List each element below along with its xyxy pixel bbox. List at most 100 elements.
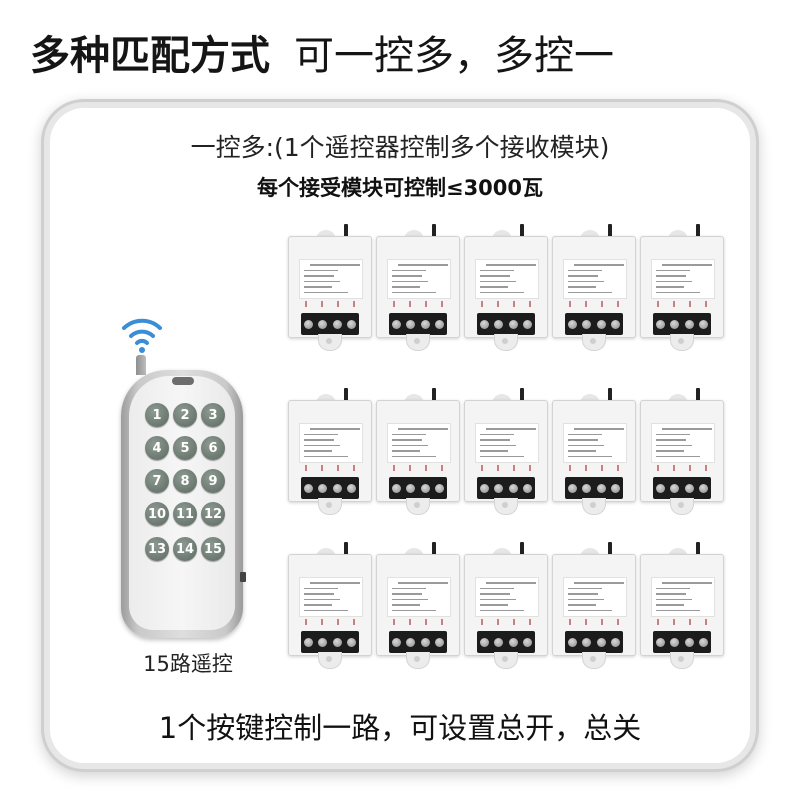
module-antenna — [344, 388, 348, 402]
module-terminal-markings — [305, 619, 355, 625]
receiver-module — [464, 542, 548, 670]
module-spec-label — [387, 577, 451, 617]
module-terminal-markings — [393, 465, 443, 471]
remote-button-4[interactable]: 4 — [145, 436, 169, 460]
module-mount-tab — [406, 652, 430, 669]
remote-label: 15路遥控 — [143, 652, 233, 676]
module-mount-tab — [582, 652, 606, 669]
module-spec-text-line — [480, 444, 516, 446]
module-terminal-markings — [393, 619, 443, 625]
module-terminal-block — [653, 477, 711, 499]
remote-button-11[interactable]: 11 — [173, 502, 197, 526]
terminal-screw — [684, 637, 694, 647]
terminal-screw — [391, 483, 401, 493]
remote-button-10[interactable]: 10 — [145, 502, 169, 526]
module-mount-tab — [406, 334, 430, 351]
module-spec-text-line — [568, 439, 598, 441]
terminal-screw — [420, 483, 430, 493]
module-antenna — [344, 224, 348, 238]
terminal-screw — [406, 637, 416, 647]
terminal-screw — [479, 637, 489, 647]
terminal-screw — [435, 319, 445, 329]
module-terminal-markings — [305, 301, 355, 307]
module-terminal-block — [477, 477, 535, 499]
terminal-screw — [699, 483, 709, 493]
module-spec-text-line — [574, 264, 624, 266]
module-spec-label — [651, 577, 715, 617]
receiver-module — [640, 388, 724, 516]
module-spec-text-line — [304, 598, 340, 600]
terminal-screw — [684, 319, 694, 329]
module-mount-tab — [670, 652, 694, 669]
module-spec-text-line — [656, 269, 690, 271]
module-spec-text-line — [398, 428, 448, 430]
module-terminal-markings — [657, 619, 707, 625]
remote-button-12[interactable]: 12 — [201, 502, 225, 526]
remote-button-9[interactable]: 9 — [201, 469, 225, 493]
module-antenna — [520, 388, 524, 402]
module-spec-text-line — [480, 433, 514, 435]
module-spec-text-line — [480, 450, 508, 452]
module-spec-text-line — [304, 604, 332, 606]
module-spec-text-line — [304, 433, 338, 435]
remote-button-2[interactable]: 2 — [173, 403, 197, 427]
terminal-screw — [508, 319, 518, 329]
module-terminal-block — [301, 313, 359, 335]
receiver-module — [376, 224, 460, 352]
remote-button-6[interactable]: 6 — [201, 436, 225, 460]
module-spec-text-line — [392, 598, 428, 600]
terminal-screw — [435, 483, 445, 493]
module-spec-text-line — [568, 280, 604, 282]
module-spec-label — [299, 259, 363, 299]
terminal-screw — [582, 637, 592, 647]
remote-button-14[interactable]: 14 — [173, 537, 197, 561]
module-spec-text-line — [304, 455, 348, 457]
remote-button-8[interactable]: 8 — [173, 469, 197, 493]
module-antenna — [432, 224, 436, 238]
module-spec-text-line — [392, 444, 428, 446]
module-spec-text-line — [486, 428, 536, 430]
module-spec-text-line — [392, 275, 422, 277]
terminal-screw — [347, 637, 357, 647]
remote-button-5[interactable]: 5 — [173, 436, 197, 460]
remote-button-7[interactable]: 7 — [145, 469, 169, 493]
terminal-screw — [523, 637, 533, 647]
module-body — [464, 554, 548, 656]
receiver-module — [464, 224, 548, 352]
terminal-screw — [567, 637, 577, 647]
module-antenna — [432, 542, 436, 556]
terminal-screw — [420, 637, 430, 647]
module-spec-text-line — [568, 609, 612, 611]
module-spec-label — [299, 423, 363, 463]
module-terminal-block — [301, 477, 359, 499]
module-spec-text-line — [310, 582, 360, 584]
terminal-screw — [406, 483, 416, 493]
module-spec-text-line — [486, 582, 536, 584]
remote-side-switch — [240, 572, 246, 582]
module-spec-text-line — [392, 593, 422, 595]
module-body — [288, 236, 372, 338]
terminal-screw — [523, 483, 533, 493]
remote-button-13[interactable]: 13 — [145, 537, 169, 561]
module-spec-text-line — [304, 291, 348, 293]
receiver-module — [288, 542, 372, 670]
module-spec-text-line — [304, 450, 332, 452]
terminal-screw — [582, 483, 592, 493]
module-mount-tab — [582, 334, 606, 351]
terminal-screw — [508, 637, 518, 647]
module-terminal-block — [389, 313, 447, 335]
module-terminal-block — [653, 313, 711, 335]
receiver-module — [640, 224, 724, 352]
module-spec-text-line — [398, 264, 448, 266]
module-mount-tab — [494, 652, 518, 669]
module-spec-text-line — [398, 582, 448, 584]
module-spec-text-line — [392, 286, 420, 288]
module-body — [552, 236, 636, 338]
module-spec-text-line — [392, 604, 420, 606]
module-antenna — [696, 542, 700, 556]
panel-subtitle: 每个接受模块可控制≤3000瓦 — [256, 176, 544, 200]
module-spec-text-line — [392, 609, 436, 611]
remote-button-3[interactable]: 3 — [201, 403, 225, 427]
remote-button-15[interactable]: 15 — [201, 537, 225, 561]
remote-button-1[interactable]: 1 — [145, 403, 169, 427]
